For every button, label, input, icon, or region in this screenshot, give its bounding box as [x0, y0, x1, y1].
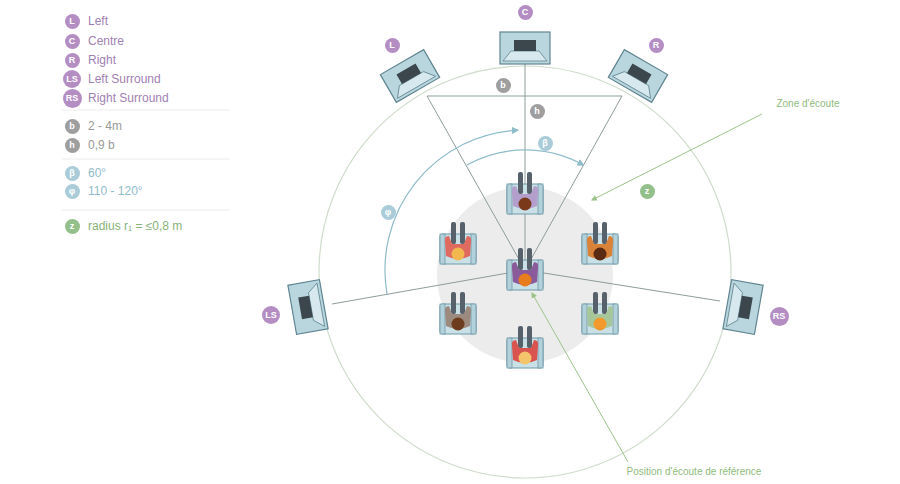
letter-badge: RS: [770, 307, 789, 326]
letter-badge: C: [518, 5, 533, 20]
badge-letter: RS: [66, 93, 79, 103]
badge-letter: C: [69, 36, 76, 46]
badge-fill: [518, 5, 533, 20]
badge-fill: [65, 14, 80, 29]
badge-letter: RS: [773, 311, 786, 321]
badge-fill: [640, 184, 655, 199]
badge-fill: [496, 78, 511, 93]
badge-letter: LS: [66, 74, 78, 84]
letter-badge: β: [538, 136, 553, 151]
letter-badge: RS: [63, 89, 82, 108]
badge-letter: h: [534, 106, 540, 116]
letter-badge: h: [65, 138, 80, 153]
badge-letter: R: [653, 40, 660, 50]
badge-fill: [65, 219, 80, 234]
legend-text: 60°: [88, 166, 106, 180]
badge-letter: C: [522, 7, 529, 17]
leader-lines: [532, 114, 762, 462]
badge-letter: b: [500, 80, 506, 90]
letter-badge: C: [65, 34, 80, 49]
listeners: [440, 172, 618, 368]
badge-letter: L: [69, 16, 75, 26]
legend-text: Centre: [88, 34, 124, 48]
badge-letter: β: [69, 168, 75, 178]
legend-separators: [62, 110, 230, 210]
letter-badge: z: [640, 184, 655, 199]
legend-text: Right Surround: [88, 91, 169, 105]
badge-fill: [65, 34, 80, 49]
badge-fill: [63, 89, 82, 108]
badge-letter: φ: [385, 207, 391, 217]
letter-badge: R: [649, 38, 664, 53]
badge-fill: [65, 184, 80, 199]
badge-fill: [538, 136, 553, 151]
badge-letter: z: [645, 186, 650, 196]
badge-fill: [770, 307, 789, 326]
callout-text: Position d'écoute de référence: [627, 465, 762, 479]
badge-letter: LS: [265, 310, 277, 320]
letter-badge: L: [385, 38, 400, 53]
badge-fill: [530, 104, 545, 119]
legend-text: radius r₁ = ≤0,8 m: [88, 219, 182, 233]
badge-fill: [385, 38, 400, 53]
badge-letter: L: [389, 40, 395, 50]
speaker-lines: [332, 64, 720, 304]
badge-fill: [649, 38, 664, 53]
badge-fill: [262, 306, 280, 324]
phi-arc: [385, 130, 518, 294]
letter-badge: φ: [65, 184, 80, 199]
legend-text: Left Surround: [88, 72, 161, 86]
badge-fill: [381, 205, 396, 220]
speakers: [288, 32, 763, 334]
letter-badge: z: [65, 219, 80, 234]
legend-text: 110 - 120°: [88, 184, 143, 198]
badge-letter: z: [70, 221, 75, 231]
legend-text: 0,9 b: [88, 138, 115, 152]
letter-badge: h: [530, 104, 545, 119]
badge-fill: [63, 70, 81, 88]
letter-badge: φ: [381, 205, 396, 220]
letter-badge: LS: [262, 306, 280, 324]
badge-letter: h: [69, 140, 75, 150]
letter-badge: LS: [63, 70, 81, 88]
badge-letter: β: [542, 138, 548, 148]
badge-letter: b: [69, 121, 75, 131]
legend-text: 2 - 4m: [88, 119, 122, 133]
callout-text: Zone d'écoute: [776, 97, 839, 111]
letter-badge: β: [65, 166, 80, 181]
letter-badge: L: [65, 14, 80, 29]
letter-badge: b: [496, 78, 511, 93]
badge-fill: [65, 166, 80, 181]
badge-letter: φ: [69, 186, 75, 196]
legend-text: Right: [88, 53, 116, 67]
badge-fill: [65, 119, 80, 134]
legend-text: Left: [88, 14, 108, 28]
beta-arc: [467, 150, 583, 165]
badge-fill: [65, 138, 80, 153]
badge-letter: R: [69, 55, 76, 65]
letter-badge: R: [65, 53, 80, 68]
letter-badge: b: [65, 119, 80, 134]
badge-fill: [65, 53, 80, 68]
